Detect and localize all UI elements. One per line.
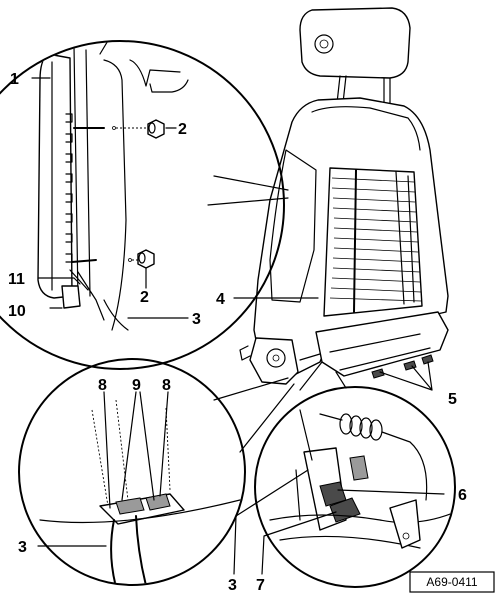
rear-bolt <box>402 532 410 540</box>
callout-5: 5 <box>448 391 457 408</box>
recliner-pivot-center <box>272 354 280 362</box>
hole-lower <box>128 258 132 262</box>
detail-pointer-3 <box>299 361 347 391</box>
clip-grey <box>349 455 369 481</box>
detail-view-cushion <box>254 361 456 588</box>
side-bolster <box>269 149 317 303</box>
cable-bottom <box>110 515 151 584</box>
figure-id-box: A69-0411 <box>409 571 495 593</box>
leader-6 <box>337 489 445 495</box>
detail-circle-2 <box>18 358 246 586</box>
callout-3c: 3 <box>228 577 237 594</box>
guide-lower <box>69 269 89 291</box>
recliner-pivot <box>266 348 286 368</box>
detail-pointer-2 <box>213 377 295 453</box>
callout-9: 9 <box>132 377 141 394</box>
frame-right <box>129 59 181 87</box>
clip-5a <box>371 368 385 379</box>
leader-9 <box>121 391 155 501</box>
backrest-top-contour <box>311 106 421 151</box>
nut-lower-face <box>138 252 146 264</box>
trim-dash-lines <box>91 399 171 507</box>
callout-7: 7 <box>256 577 265 594</box>
seat-backrest <box>239 7 449 385</box>
figure-id: A69-0411 <box>426 575 477 589</box>
lumbar-slats <box>329 169 422 313</box>
detail-view-seat-bottom <box>18 358 295 586</box>
clip-9b <box>145 493 171 511</box>
edge-line-3 <box>39 499 241 524</box>
leader-11 <box>37 277 81 285</box>
clip-9a <box>115 497 145 515</box>
leader-8a <box>103 391 111 509</box>
leader-3c <box>233 469 309 575</box>
callout-2a: 2 <box>178 121 187 138</box>
coil-spring <box>319 413 428 501</box>
callout-10: 10 <box>8 303 26 320</box>
detail-circle-3 <box>254 386 456 588</box>
recliner-link <box>299 353 321 361</box>
lumbar-cable <box>353 169 357 313</box>
callout-2b: 2 <box>140 289 149 306</box>
frame-edge <box>73 45 91 301</box>
callout-3a: 3 <box>192 311 201 328</box>
nut-axis <box>116 127 148 261</box>
frame-curve-3 <box>103 299 129 331</box>
detail-pointer-1 <box>207 175 289 206</box>
screw-lower <box>71 259 97 263</box>
frame-bracket <box>149 79 189 93</box>
rear-bracket <box>389 499 421 549</box>
recliner-lever <box>239 345 251 361</box>
frame-top <box>95 42 119 55</box>
headrest-button-inner <box>319 39 329 49</box>
headrest-posts <box>335 75 391 113</box>
frame-body <box>103 59 127 331</box>
nut-lower <box>137 249 155 269</box>
seat-cushion-lip <box>315 311 449 377</box>
detail-view-hinge <box>0 40 289 370</box>
headrest-button <box>314 34 334 54</box>
cushion-lines <box>329 333 431 371</box>
cushion-edge <box>269 509 454 524</box>
clip-5c <box>421 354 434 365</box>
callout-1: 1 <box>10 71 19 88</box>
nut-upper <box>147 119 165 139</box>
callout-8a: 8 <box>98 377 107 394</box>
side-frame-lines <box>295 409 313 521</box>
leader-7 <box>261 511 337 575</box>
callout-11: 11 <box>8 271 25 288</box>
cable-lower <box>77 271 105 321</box>
lower-bracket <box>61 285 81 309</box>
detail-circle-1 <box>0 40 285 370</box>
leader-lines <box>31 77 445 575</box>
headrest <box>299 7 411 79</box>
hole-upper <box>112 126 116 130</box>
callout-8b: 8 <box>162 377 171 394</box>
callout-labels: 1 2 2 3 3 3 4 5 6 7 8 8 9 10 11 <box>8 71 467 594</box>
recliner-mechanism <box>249 337 299 385</box>
callout-6: 6 <box>458 487 467 504</box>
callout-3b: 3 <box>18 539 27 556</box>
lumbar-frame-side <box>395 171 415 305</box>
leader-5 <box>379 361 433 391</box>
nut-upper-face <box>148 122 156 134</box>
callout-4: 4 <box>216 291 225 308</box>
trim-clips <box>65 113 73 263</box>
leader-8b <box>159 391 169 497</box>
